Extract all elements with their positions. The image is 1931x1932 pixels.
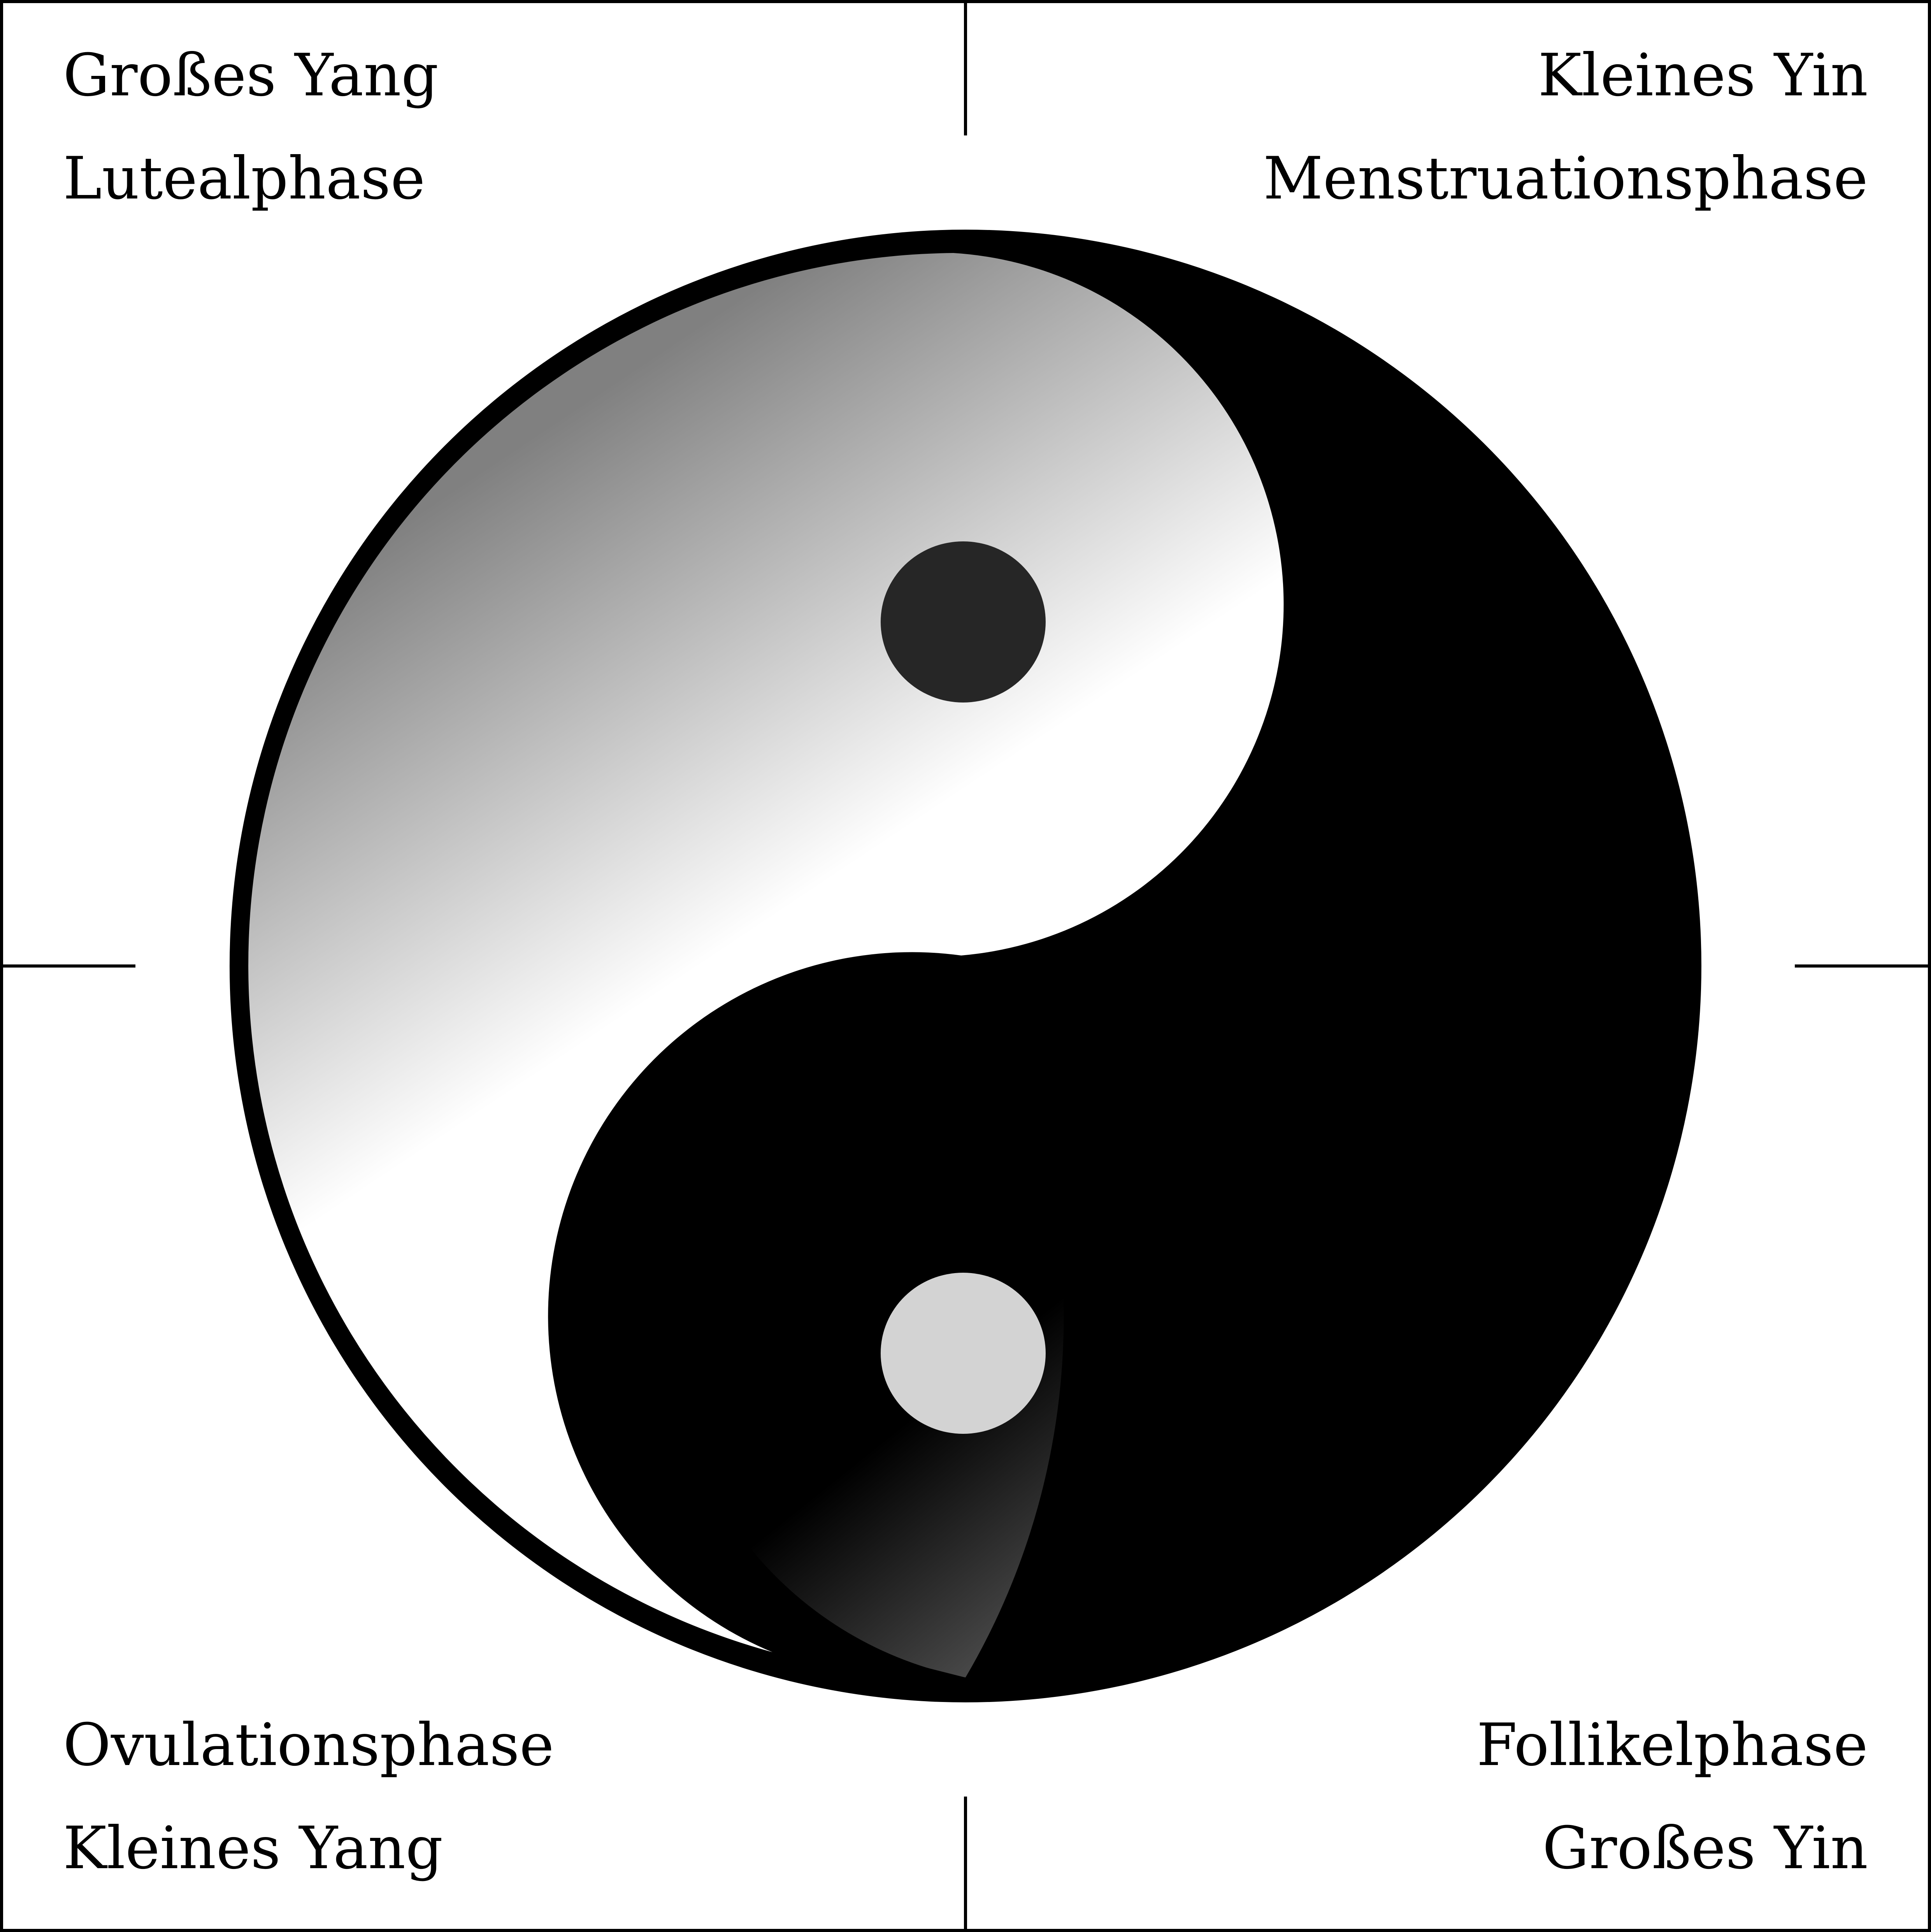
- yin-half: [720, 955, 1064, 1677]
- label-top-right-line2: Menstruationsphase: [1263, 145, 1868, 213]
- label-bottom-left-line2: Kleines Yang: [63, 1814, 443, 1882]
- dark-dot: [881, 541, 1046, 703]
- label-bottom-right-line2: Großes Yin: [1543, 1814, 1868, 1882]
- label-bottom-right-line1: Follikelphase: [1476, 1711, 1868, 1779]
- light-dot: [881, 1273, 1046, 1434]
- label-top-right-line1: Kleines Yin: [1538, 42, 1868, 109]
- label-top-left-line2: Lutealphase: [63, 145, 425, 213]
- label-top-left-line1: Großes Yang: [63, 42, 439, 109]
- label-bottom-left-line1: Ovulationsphase: [63, 1711, 554, 1779]
- yin-yang-symbol: [230, 230, 1701, 1702]
